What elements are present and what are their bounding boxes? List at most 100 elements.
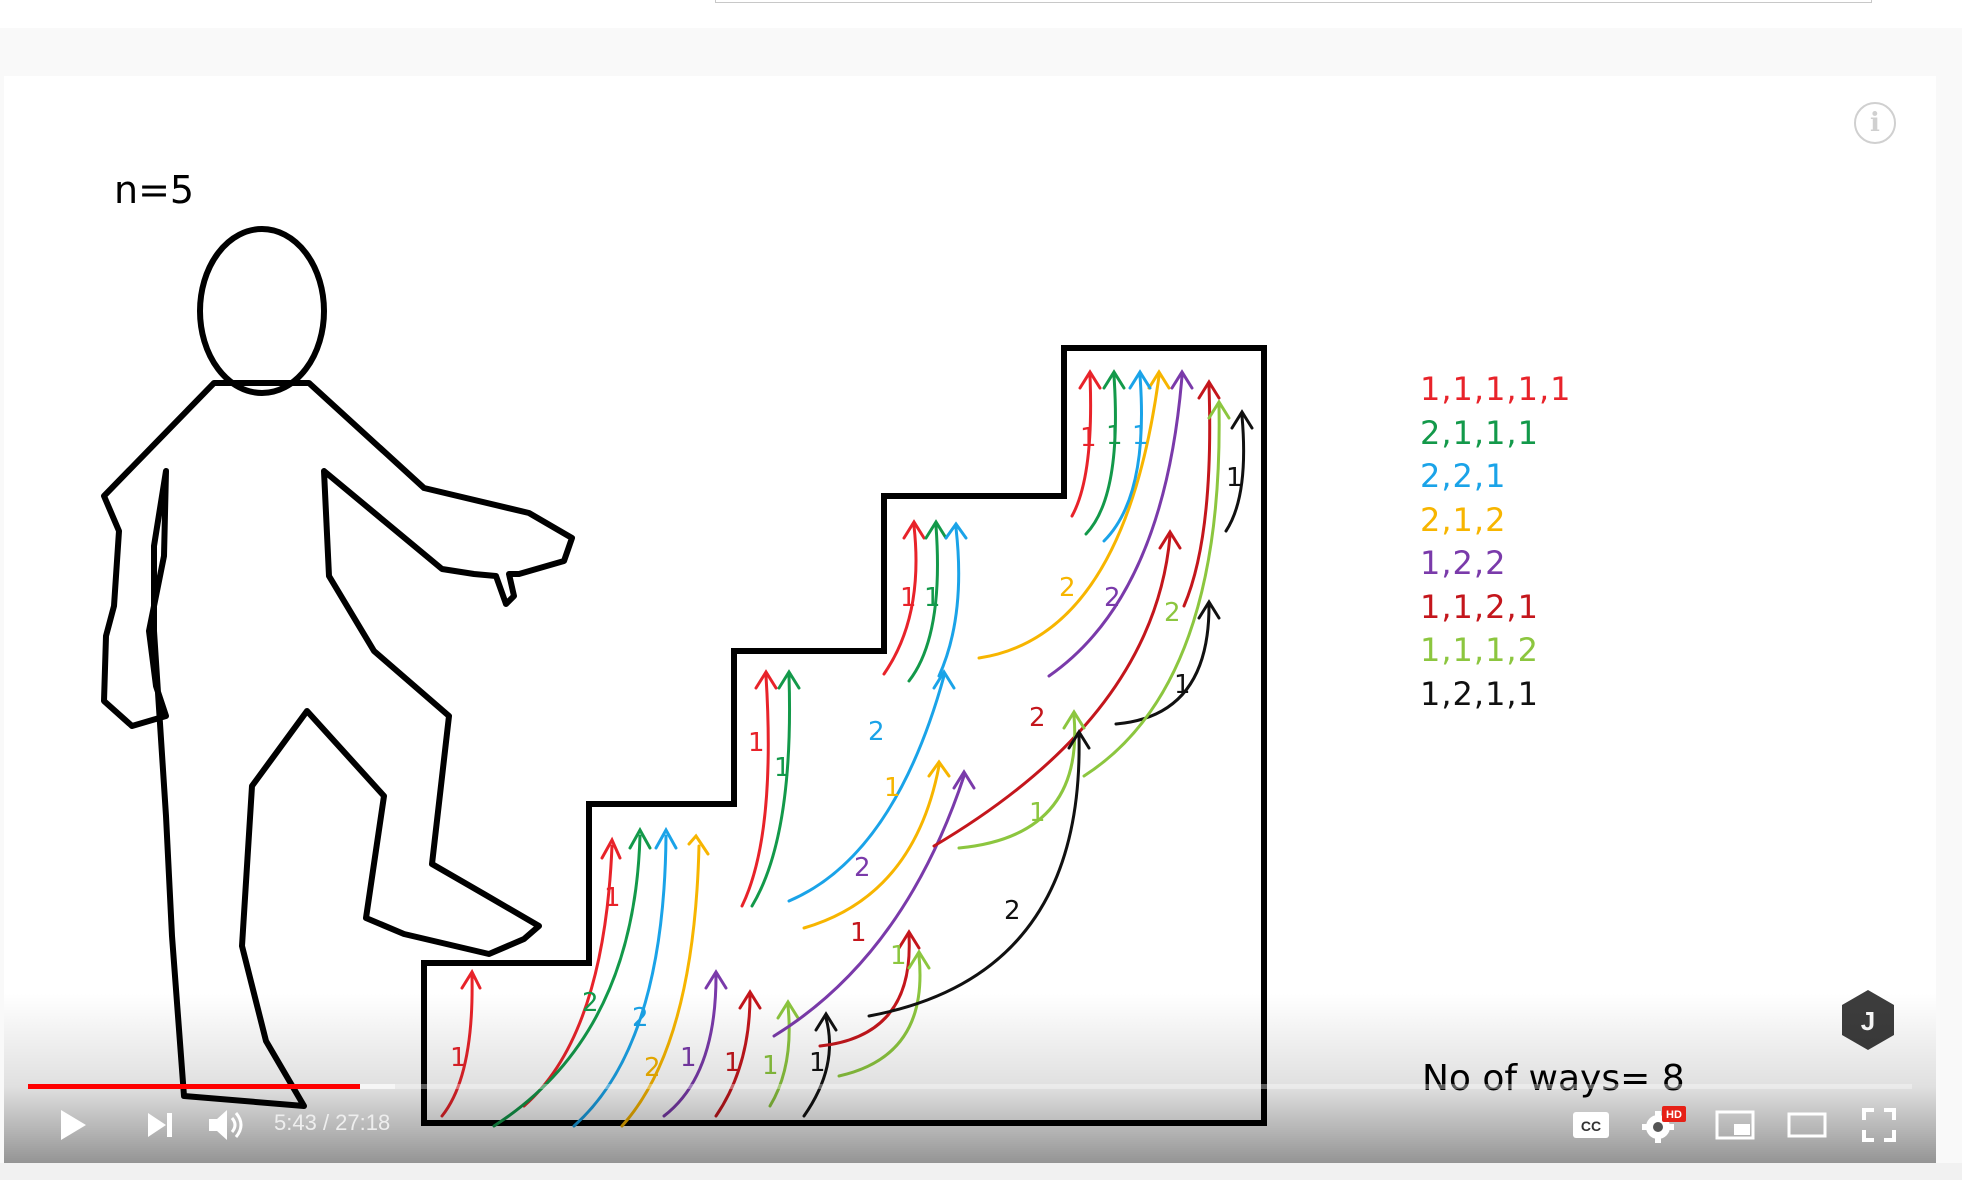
way-item: 2,1,1,1 [1420, 413, 1539, 452]
next-icon [148, 1113, 172, 1137]
arrow-head [1128, 369, 1152, 390]
path-arrow [1070, 374, 1093, 518]
step-label: 1 [450, 1043, 467, 1073]
arrow-head [1158, 529, 1182, 550]
number-of-ways-label: No of ways= 8 [1422, 1058, 1685, 1099]
way-item: 1,2,1,1 [1420, 674, 1539, 713]
way-item: 1,2,2 [1420, 544, 1507, 582]
arrow-head [654, 826, 678, 850]
path-arrow [620, 844, 701, 1128]
path-arrow [977, 374, 1161, 660]
path-arrow [1224, 414, 1246, 533]
video-player[interactable]: 1 2 2 2 1 1 1 1 1 1 1 2 1 2 1 1 2 1 1 2 … [4, 76, 1936, 1163]
step-label: 1 [680, 1043, 697, 1073]
captions-label: CC [1581, 1118, 1601, 1134]
step-label: 1 [1226, 463, 1243, 493]
duration: 27:18 [335, 1110, 391, 1135]
step-label: 1 [1029, 798, 1046, 828]
step-label: 1 [1080, 423, 1097, 453]
play-button[interactable] [48, 1098, 98, 1152]
time-separator: / [316, 1110, 336, 1135]
theater-mode-icon [1787, 1112, 1827, 1138]
info-icon[interactable]: i [1854, 102, 1896, 144]
step-label: 2 [868, 717, 885, 747]
miniplayer-button[interactable] [1710, 1098, 1760, 1152]
arrow-head [1062, 709, 1086, 730]
path-arrow [932, 534, 1172, 848]
next-button[interactable] [138, 1098, 182, 1152]
step-label: 1 [1106, 421, 1123, 451]
step-label: 1 [762, 1051, 779, 1081]
hd-badge: HD [1666, 1109, 1682, 1121]
path-arrow [522, 844, 614, 1108]
time-display: 5:43 / 27:18 [274, 1110, 390, 1136]
path-arrow [1102, 374, 1143, 543]
progress-played [28, 1084, 360, 1089]
settings-gear-icon: HD [1642, 1106, 1686, 1143]
play-icon [61, 1110, 86, 1140]
path-arrow [768, 1004, 791, 1108]
whiteboard-drawing: 1 2 2 2 1 1 1 1 1 1 1 2 1 2 1 1 2 1 1 2 … [101, 226, 1267, 1128]
arrow-head [777, 669, 801, 690]
step-label: 1 [809, 1048, 826, 1078]
search-box-edge[interactable] [715, 0, 1872, 3]
path-arrow [440, 974, 474, 1118]
arrow-head [897, 929, 921, 950]
arrow-head [704, 969, 728, 990]
path-arrow [772, 774, 966, 1038]
arrow-head [814, 1011, 838, 1032]
arrow-head [1197, 599, 1221, 620]
path-arrow [1047, 374, 1184, 678]
step-label: 1 [1132, 421, 1149, 451]
path-arrow [957, 714, 1077, 850]
step-label: 2 [1004, 896, 1021, 926]
theater-mode-button[interactable] [1782, 1098, 1832, 1152]
path-arrow [714, 994, 752, 1118]
player-controls: 5:43 / 27:18 CC HD [4, 1098, 1936, 1152]
arrow-head [687, 833, 710, 856]
path-arrow [1084, 374, 1117, 536]
page-bottom-strip [0, 1163, 1962, 1180]
path-arrow [740, 674, 770, 908]
step-label: 2 [1104, 583, 1121, 613]
progress-bar[interactable] [28, 1084, 1912, 1089]
miniplayer-icon [1715, 1110, 1755, 1140]
volume-icon [209, 1110, 243, 1140]
arrow-head [944, 521, 968, 540]
arrow-head [1197, 379, 1221, 400]
arrow-head [1230, 409, 1254, 430]
step-label: 1 [850, 918, 867, 948]
ways-list: 1,1,1,1,1 2,1,1,1 2,2,1 2,1,2 1,2,2 1,1,… [1420, 368, 1571, 716]
arrow-head [738, 989, 762, 1010]
arrow-head [924, 519, 948, 540]
path-arrow [1182, 384, 1212, 608]
arrow-head [1102, 369, 1126, 390]
captions-button[interactable]: CC [1566, 1098, 1616, 1152]
path-arrow [1114, 604, 1211, 726]
settings-button[interactable]: HD [1636, 1098, 1690, 1152]
path-arrow [492, 834, 642, 1128]
way-item: 2,2,1 [1420, 457, 1507, 495]
step-label: 1 [774, 753, 791, 783]
captions-icon: CC [1573, 1112, 1609, 1138]
arrow-head [1207, 399, 1231, 420]
way-item: 1,1,2,1 [1420, 587, 1539, 626]
path-arrow [818, 934, 911, 1048]
path-arrow [907, 524, 939, 683]
channel-logo-watermark[interactable]: J [1840, 988, 1896, 1052]
arrow-head [952, 769, 976, 790]
path-arrow [662, 974, 718, 1118]
step-label: 2 [854, 853, 871, 883]
step-label: 1 [890, 941, 907, 971]
arrow-head [927, 759, 951, 778]
volume-button[interactable] [202, 1098, 252, 1152]
arrow-head [1147, 369, 1171, 390]
way-item: 1,1,1,1,1 [1420, 370, 1572, 408]
arrow-head [1170, 369, 1194, 390]
path-arrow [867, 734, 1081, 1018]
fullscreen-button[interactable] [1854, 1098, 1904, 1152]
path-arrow [802, 1016, 832, 1118]
staircase-outline [421, 345, 1267, 1126]
path-arrow [1082, 404, 1221, 778]
person-body [101, 380, 575, 1109]
